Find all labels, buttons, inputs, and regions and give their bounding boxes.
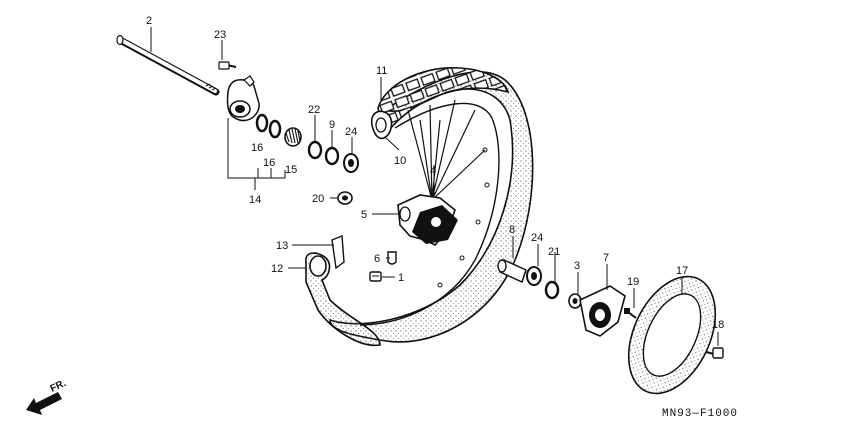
axle-pinch-bolt xyxy=(218,61,237,70)
tire xyxy=(377,67,510,137)
callout-17: 17 xyxy=(676,265,688,277)
callout-18: 18 xyxy=(712,319,724,331)
diagram-code: MN93—F1000 xyxy=(662,408,738,420)
callout-1: 1 xyxy=(398,272,404,284)
wheel-hub xyxy=(397,194,458,246)
callout-16-b: 16 xyxy=(263,157,275,169)
callout-5: 5 xyxy=(361,209,367,221)
rim-band xyxy=(305,234,381,347)
radial-bearing-left xyxy=(343,153,359,173)
brake-disc xyxy=(627,275,717,395)
speedometer-gearbox xyxy=(226,75,260,122)
callout-15: 15 xyxy=(285,164,297,176)
leader-lines xyxy=(150,27,719,346)
dust-seal-right xyxy=(544,280,560,300)
dust-seal-inner xyxy=(268,119,282,139)
callout-12: 12 xyxy=(271,263,283,275)
callout-13: 13 xyxy=(276,240,288,252)
spokes xyxy=(407,99,486,201)
callout-10: 10 xyxy=(394,155,406,167)
valve-cap xyxy=(387,251,397,265)
disc-mount-plate xyxy=(579,285,626,337)
callout-16-a: 16 xyxy=(251,142,263,154)
callout-8: 8 xyxy=(509,224,515,236)
side-collar xyxy=(568,293,582,309)
disc-hex-bolt xyxy=(705,347,724,359)
tube-section xyxy=(370,110,393,140)
callout-14: 14 xyxy=(249,194,261,206)
callout-22: 22 xyxy=(308,104,320,116)
needle-bearing xyxy=(284,127,302,147)
dust-seal-outer xyxy=(255,113,269,133)
callout-7: 7 xyxy=(603,252,609,264)
radial-bearing-right xyxy=(526,266,542,286)
callout-labels: 2 23 11 22 9 24 16 16 15 10 4 14 20 5 13… xyxy=(146,15,724,331)
direction-label: FR. xyxy=(49,378,68,395)
bearing-retainer xyxy=(307,140,323,160)
callout-2: 2 xyxy=(146,15,152,27)
disc-bolt xyxy=(624,308,637,319)
distance-collar xyxy=(497,258,527,284)
collar-bolt xyxy=(337,191,353,205)
callout-4: 4 xyxy=(430,165,436,177)
callout-6: 6 xyxy=(374,253,380,265)
front-axle xyxy=(116,34,220,96)
callout-21: 21 xyxy=(548,246,560,258)
callout-23: 23 xyxy=(214,29,226,41)
callout-11: 11 xyxy=(376,65,387,77)
callout-3: 3 xyxy=(574,260,580,272)
front-direction-arrow-icon: FR. xyxy=(26,378,68,415)
callout-19: 19 xyxy=(627,276,639,288)
callout-9: 9 xyxy=(329,119,335,131)
callout-20: 20 xyxy=(312,193,324,205)
callout-24-left: 24 xyxy=(345,126,357,138)
dust-seal xyxy=(324,146,340,166)
rim-lock-nut xyxy=(369,271,382,282)
callout-24-right: 24 xyxy=(531,232,543,244)
